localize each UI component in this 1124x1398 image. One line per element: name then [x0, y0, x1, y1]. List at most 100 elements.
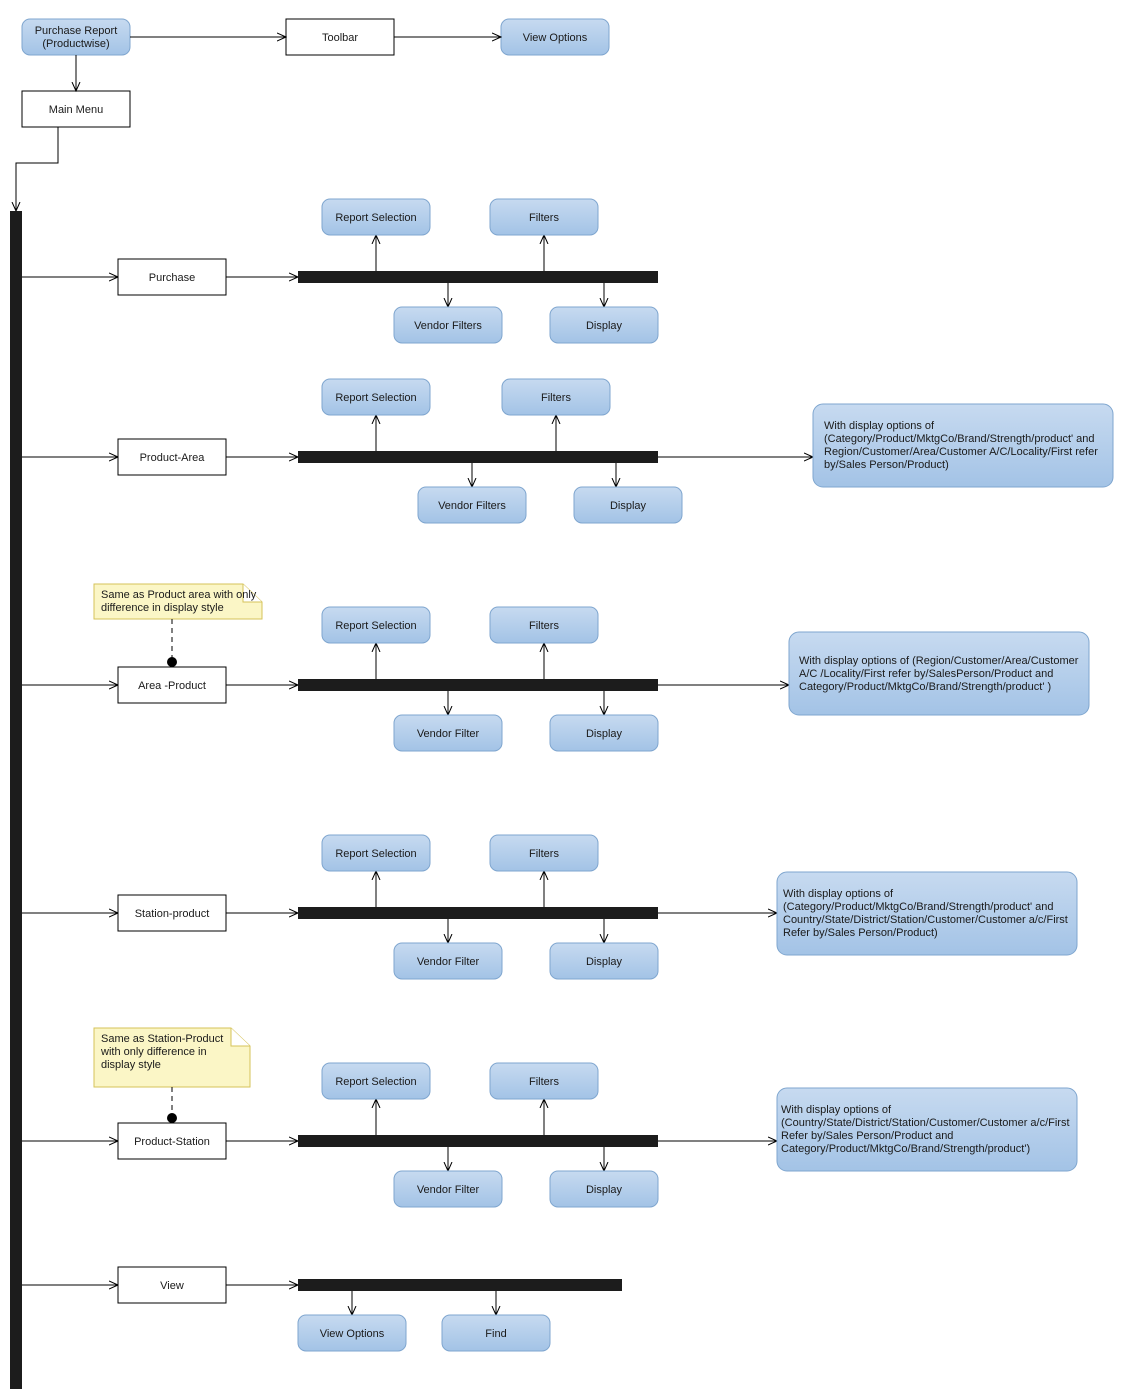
product-station-info-line2: (Country/State/District/Station/Customer… [781, 1117, 1070, 1129]
product-station-note-anchor [167, 1113, 177, 1123]
product-area-display-node: Display [573, 486, 683, 524]
station-product-info-line1: With display options of [783, 888, 894, 900]
area-product-vendor-filter-node: Vendor Filter [393, 714, 503, 752]
purchase-label: Purchase [149, 272, 195, 284]
purchase-report-selection-label: Report Selection [335, 212, 416, 224]
area-product-note: Same as Product area with only differenc… [93, 583, 263, 620]
product-station-note-line3: display style [101, 1059, 161, 1071]
product-station-vendor-filter-node: Vendor Filter [393, 1170, 503, 1208]
product-station-filters-node: Filters [489, 1062, 599, 1100]
product-station-filters-label: Filters [529, 1076, 559, 1088]
view-fork-bar [298, 1279, 622, 1291]
area-product-fork-bar [298, 679, 658, 691]
area-product-filters-node: Filters [489, 606, 599, 644]
station-product-info-line4: Refer by/Sales Person/Product) [783, 927, 938, 939]
area-product-display-label: Display [586, 728, 623, 740]
product-area-node: Product-Area [117, 438, 227, 476]
view-view-options-node: View Options [297, 1314, 407, 1352]
toolbar-node: Toolbar [285, 18, 395, 56]
purchase-display-label: Display [586, 320, 623, 332]
view-view-options-label: View Options [320, 1328, 385, 1340]
product-area-vendor-filters-label: Vendor Filters [438, 500, 506, 512]
station-product-display-label: Display [586, 956, 623, 968]
product-station-vendor-filter-label: Vendor Filter [417, 1184, 480, 1196]
product-area-label: Product-Area [140, 452, 206, 464]
area-product-note-line2: difference in display style [101, 602, 224, 614]
product-station-node: Product-Station [117, 1122, 227, 1160]
station-product-label: Station-product [135, 908, 210, 920]
product-station-note-line1: Same as Station-Product [101, 1033, 223, 1045]
purchase-fork-bar [298, 271, 658, 283]
station-product-info-line2: (Category/Product/MktgCo/Brand/Strength/… [783, 901, 1054, 913]
station-product-display-node: Display [549, 942, 659, 980]
product-station-note-line2: with only difference in [100, 1046, 207, 1058]
area-product-filters-label: Filters [529, 620, 559, 632]
purchase-vendor-filters-node: Vendor Filters [393, 306, 503, 344]
product-area-display-label: Display [610, 500, 647, 512]
start-label-line2: (Productwise) [42, 38, 109, 50]
area-product-label: Area -Product [138, 680, 206, 692]
top-view-options-label: View Options [523, 32, 588, 44]
toolbar-label: Toolbar [322, 32, 358, 44]
purchase-node: Purchase [117, 258, 227, 296]
product-station-info-line1: With display options of [781, 1104, 892, 1116]
connector-mainmenu-fork [16, 127, 59, 211]
area-product-note-line1: Same as Product area with only [101, 589, 257, 601]
purchase-report-selection-node: Report Selection [321, 198, 431, 236]
product-station-info-line3: Refer by/Sales Person/Product and [781, 1130, 953, 1142]
station-product-filters-label: Filters [529, 848, 559, 860]
product-area-info-line2: (Category/Product/MktgCo/Brand/Strength/… [824, 433, 1095, 445]
product-area-report-selection-label: Report Selection [335, 392, 416, 404]
product-area-fork-bar [298, 451, 658, 463]
area-product-info-line1: With display options of (Region/Customer… [799, 655, 1079, 667]
product-station-report-selection-label: Report Selection [335, 1076, 416, 1088]
start-label-line1: Purchase Report [35, 25, 118, 37]
view-node: View [117, 1266, 227, 1304]
product-station-info-line4: Category/Product/MktgCo/Brand/Strength/p… [781, 1143, 1030, 1155]
main-menu-label: Main Menu [49, 104, 103, 116]
station-product-fork-bar [298, 907, 658, 919]
product-station-info-node: With display options of (Country/State/D… [776, 1087, 1078, 1172]
area-product-report-selection-label: Report Selection [335, 620, 416, 632]
area-product-vendor-filter-label: Vendor Filter [417, 728, 480, 740]
area-product-info-line3: Category/Product/MktgCo/Brand/Strength/p… [799, 681, 1051, 693]
product-area-filters-node: Filters [501, 378, 611, 416]
top-view-options-node: View Options [500, 18, 610, 56]
product-station-label: Product-Station [134, 1136, 210, 1148]
main-fork-bar [10, 211, 22, 1389]
product-station-report-selection-node: Report Selection [321, 1062, 431, 1100]
purchase-filters-label: Filters [529, 212, 559, 224]
view-find-node: Find [441, 1314, 551, 1352]
station-product-vendor-filter-label: Vendor Filter [417, 956, 480, 968]
product-station-note: Same as Station-Product with only differ… [93, 1027, 251, 1088]
product-station-fork-bar [298, 1135, 658, 1147]
area-product-report-selection-node: Report Selection [321, 606, 431, 644]
station-product-info-node: With display options of (Category/Produc… [776, 871, 1078, 956]
view-find-label: Find [485, 1328, 506, 1340]
product-area-report-selection-node: Report Selection [321, 378, 431, 416]
product-area-filters-label: Filters [541, 392, 571, 404]
station-product-filters-node: Filters [489, 834, 599, 872]
product-area-info-node: With display options of (Category/Produc… [812, 403, 1114, 488]
product-area-info-line3: Region/Customer/Area/Customer A/C/Locali… [824, 446, 1098, 458]
view-label: View [160, 1280, 184, 1292]
station-product-node: Station-product [117, 894, 227, 932]
main-menu-node: Main Menu [21, 90, 131, 128]
purchase-display-node: Display [549, 306, 659, 344]
station-product-report-selection-node: Report Selection [321, 834, 431, 872]
product-station-display-label: Display [586, 1184, 623, 1196]
start-node: Purchase Report (Productwise) [21, 18, 131, 56]
station-product-info-line3: Country/State/District/Station/Customer/… [783, 914, 1068, 926]
area-product-display-node: Display [549, 714, 659, 752]
area-product-node: Area -Product [117, 666, 227, 704]
area-product-info-node: With display options of (Region/Customer… [788, 631, 1090, 716]
product-area-info-line4: by/Sales Person/Product) [824, 459, 949, 471]
station-product-vendor-filter-node: Vendor Filter [393, 942, 503, 980]
product-area-info-line1: With display options of [824, 420, 935, 432]
station-product-report-selection-label: Report Selection [335, 848, 416, 860]
product-station-display-node: Display [549, 1170, 659, 1208]
product-area-vendor-filters-node: Vendor Filters [417, 486, 527, 524]
area-product-info-line2: A/C /Locality/First refer by/SalesPerson… [799, 668, 1053, 680]
purchase-vendor-filters-label: Vendor Filters [414, 320, 482, 332]
